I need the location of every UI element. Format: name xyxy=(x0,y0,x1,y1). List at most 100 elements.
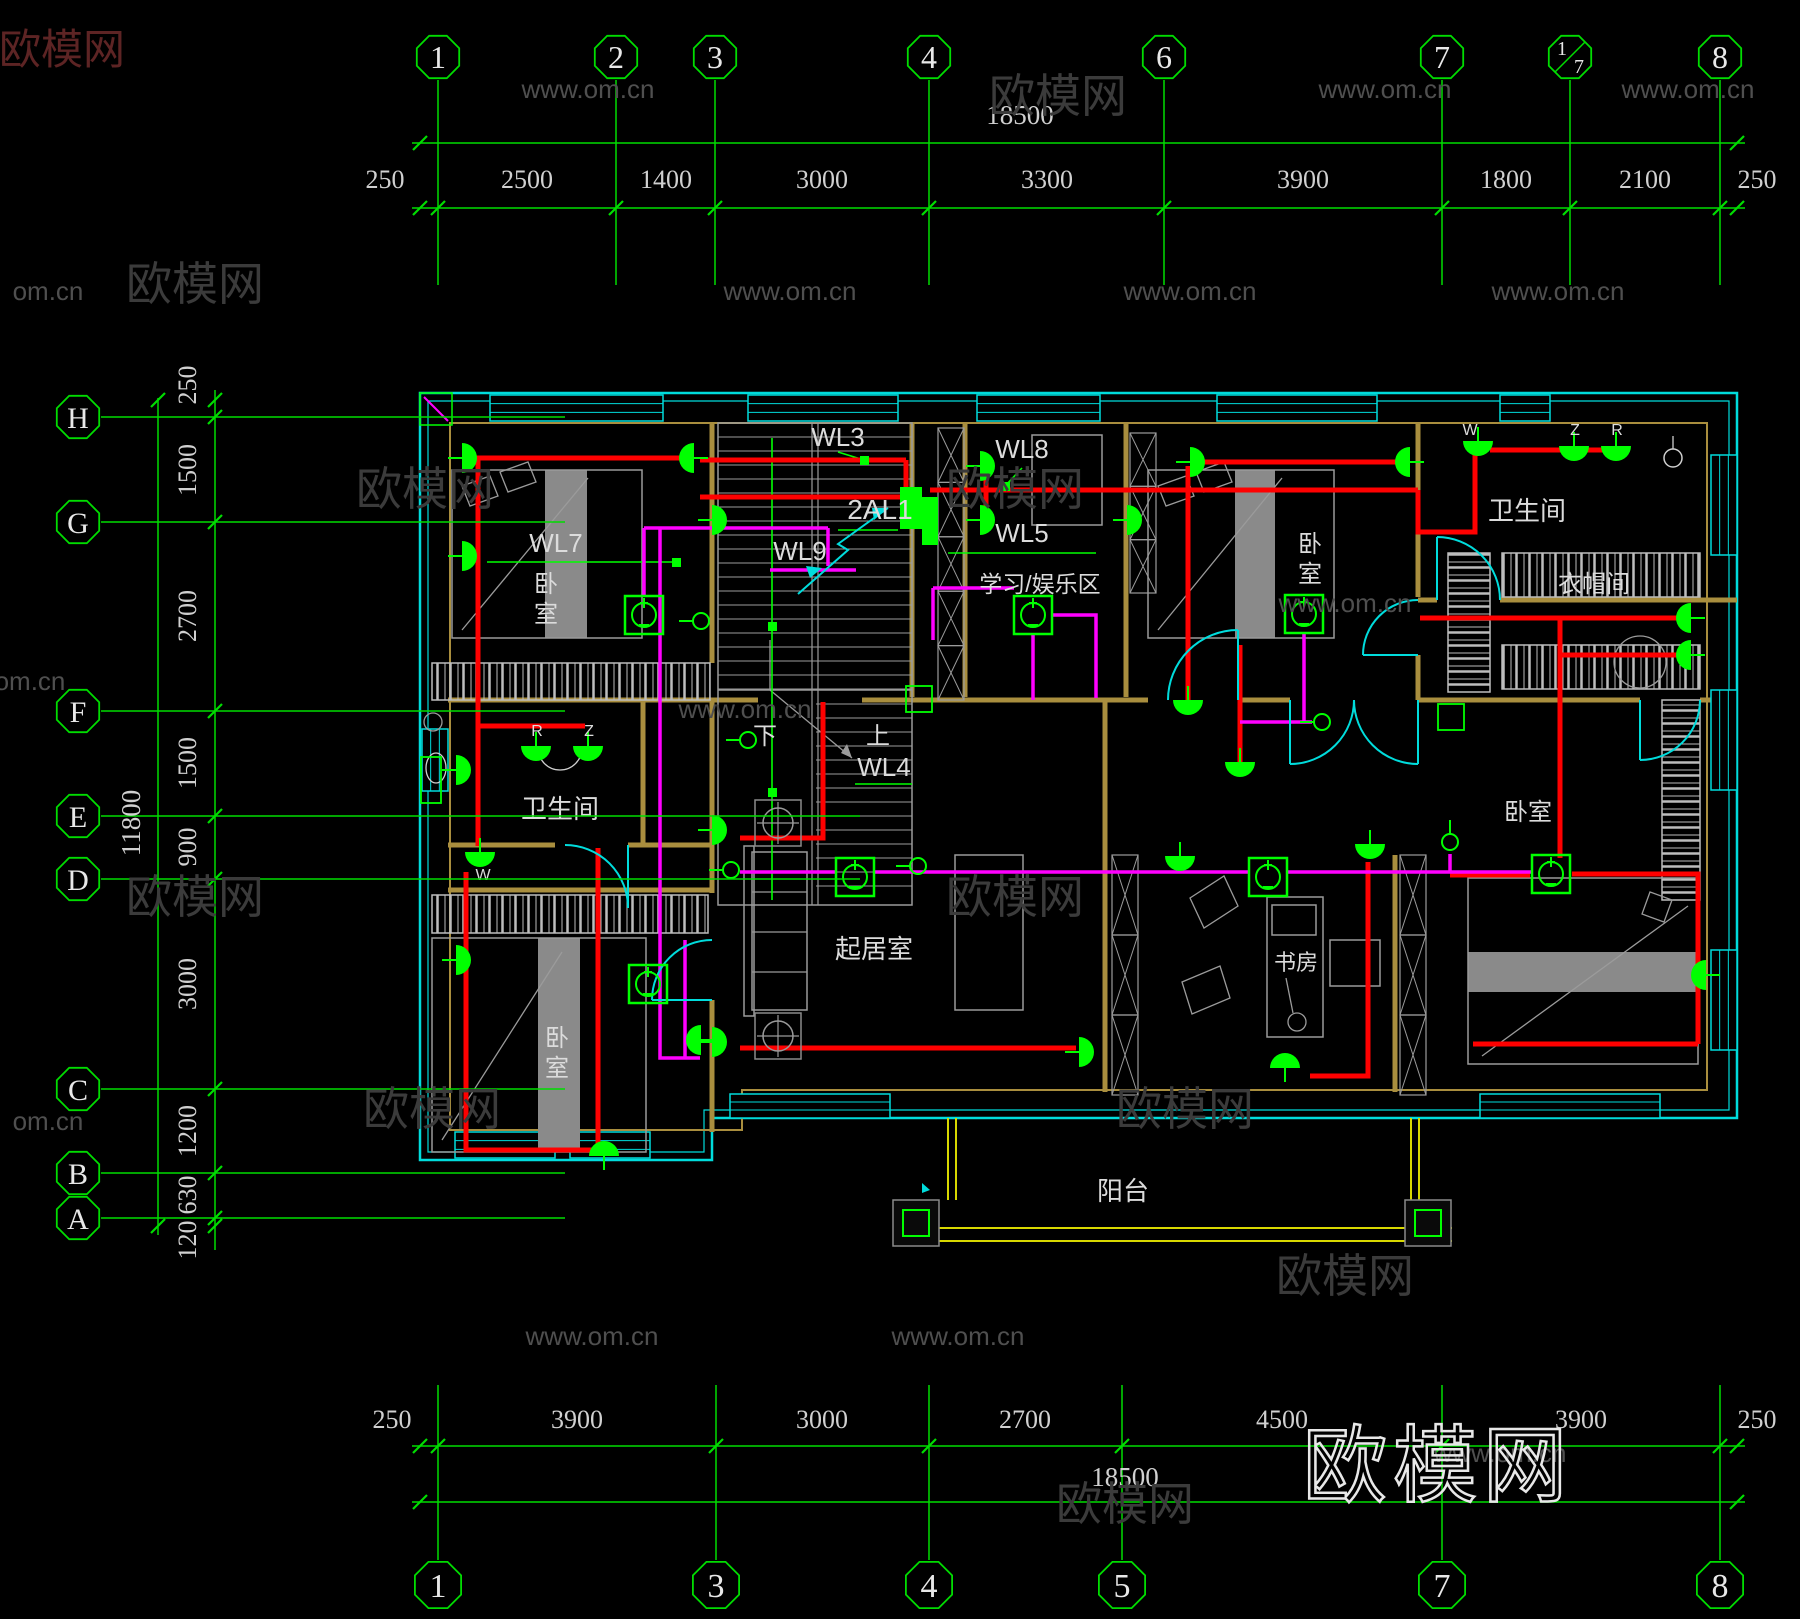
dim-text: 2500 xyxy=(501,165,553,194)
cyan-annotation xyxy=(1639,699,1701,761)
grid-bubble xyxy=(415,34,461,80)
balcony-post xyxy=(892,1199,940,1247)
window xyxy=(1710,689,1738,791)
circuit-label: R xyxy=(1611,422,1623,439)
lamp-dome xyxy=(465,852,495,867)
wall-lamp-icon xyxy=(465,838,495,867)
furniture xyxy=(1329,939,1381,987)
wall-lamp-icon xyxy=(966,505,995,535)
grid-bubble-label: 2 xyxy=(608,39,624,75)
socket-box xyxy=(1247,856,1289,898)
bubble-slash xyxy=(1554,41,1586,73)
grid-bubble xyxy=(593,34,639,80)
lamp-dome xyxy=(1676,603,1691,633)
grid-bubble-label: B xyxy=(68,1158,88,1191)
shaft-box xyxy=(1399,1014,1427,1096)
wire-node xyxy=(768,622,777,631)
furniture xyxy=(1147,469,1335,639)
watermark-text: www.om.cn xyxy=(525,1321,659,1351)
grid-bubble xyxy=(55,499,101,545)
wall-marker xyxy=(420,756,442,804)
lamp-dome xyxy=(1079,1037,1094,1067)
switch-circle xyxy=(722,861,740,879)
watermark-brand: 欧模网 xyxy=(356,463,494,515)
lamp-dome xyxy=(1165,856,1195,871)
socket-icon xyxy=(834,856,876,898)
grid-bubble xyxy=(1419,34,1465,80)
ceiling-fan-icon xyxy=(754,1012,802,1060)
lamp-dome xyxy=(980,451,995,481)
watermark-brand-large: 欧模网 xyxy=(1303,1419,1573,1513)
room-label: 上 xyxy=(866,723,890,750)
switch-icon xyxy=(1300,713,1331,731)
socket-box xyxy=(1283,593,1325,635)
wall-lamp-icon xyxy=(1463,427,1493,456)
lamp-dome xyxy=(573,746,603,761)
cyan-arrowhead xyxy=(922,1183,930,1193)
circuit-label: WL7 xyxy=(529,528,582,558)
lamp-dome xyxy=(1190,447,1205,477)
watermark-text: www.om.cn xyxy=(521,74,655,104)
dim-tick xyxy=(1729,1438,1745,1454)
dim-text: 3000 xyxy=(796,1405,848,1434)
furniture-line xyxy=(1157,477,1283,631)
shaft-x xyxy=(937,645,965,701)
dim-tick xyxy=(1434,200,1450,216)
dim-text: 3900 xyxy=(1277,165,1329,194)
power-wire-red xyxy=(1310,862,1371,1079)
wall-lamp-icon xyxy=(679,443,708,473)
grid-bubble-label: G xyxy=(67,507,89,540)
dim-tick xyxy=(207,1210,223,1226)
dim-tick xyxy=(1729,135,1745,151)
wall-lamp-icon xyxy=(1395,447,1424,477)
window xyxy=(1710,949,1738,1051)
wall-lamp-icon xyxy=(1691,960,1720,990)
circuit-label: R xyxy=(531,723,543,740)
lamp-dome xyxy=(589,1141,619,1156)
grid-bubble xyxy=(692,1561,740,1609)
dim-text: 250 xyxy=(1738,1405,1777,1434)
furniture-detail xyxy=(1195,461,1233,493)
dim-text: 1400 xyxy=(640,165,692,194)
wall-marker xyxy=(905,685,933,713)
window xyxy=(729,1093,891,1119)
lamp-dome xyxy=(1691,960,1706,990)
stair-arrowhead xyxy=(841,744,852,758)
grid-bubble xyxy=(906,34,952,80)
exterior-wall-inner-line xyxy=(427,400,1730,1153)
shaft-x xyxy=(937,590,965,646)
dim-text: 120 xyxy=(173,1221,202,1260)
switch-icon xyxy=(726,731,757,749)
cyan-annotation xyxy=(1167,629,1239,701)
cyan-annotation xyxy=(1289,699,1355,765)
shaft-x xyxy=(1399,854,1427,936)
distribution-panel-icon xyxy=(900,487,922,529)
wall-lamp-icon xyxy=(448,541,477,571)
dim-text: 3900 xyxy=(1555,1405,1607,1434)
furniture-circle xyxy=(1613,635,1667,689)
dim-text: 3300 xyxy=(1021,165,1073,194)
furniture-line xyxy=(1285,977,1294,1014)
dim-text: 250 xyxy=(366,165,405,194)
switch-circle xyxy=(1441,833,1459,851)
shaft-x xyxy=(1111,854,1139,936)
dim-tick xyxy=(207,1218,223,1234)
wall-lamp-icon xyxy=(1270,1053,1300,1082)
wire-node xyxy=(1001,482,1010,491)
wardrobe-hatch xyxy=(431,662,711,701)
room-label: 卫生间 xyxy=(1488,496,1566,526)
fan-box xyxy=(754,799,802,847)
furniture-circle xyxy=(1287,1012,1307,1032)
wall-lamp-icon xyxy=(966,451,995,481)
room-label: 书房 xyxy=(1274,950,1318,975)
lamp-dome xyxy=(712,505,727,535)
balcony-post xyxy=(1404,1199,1452,1247)
grid-bubble-label: 6 xyxy=(1156,39,1172,75)
fan-box xyxy=(754,1012,802,1060)
watermark-brand: 欧模网 xyxy=(1276,1250,1414,1302)
grid-bubble-label: F xyxy=(70,696,87,729)
room-label: 起居室 xyxy=(835,934,913,964)
grid-bubble-label: C xyxy=(68,1074,88,1107)
grid-bubble-label: 7 xyxy=(1434,39,1450,75)
